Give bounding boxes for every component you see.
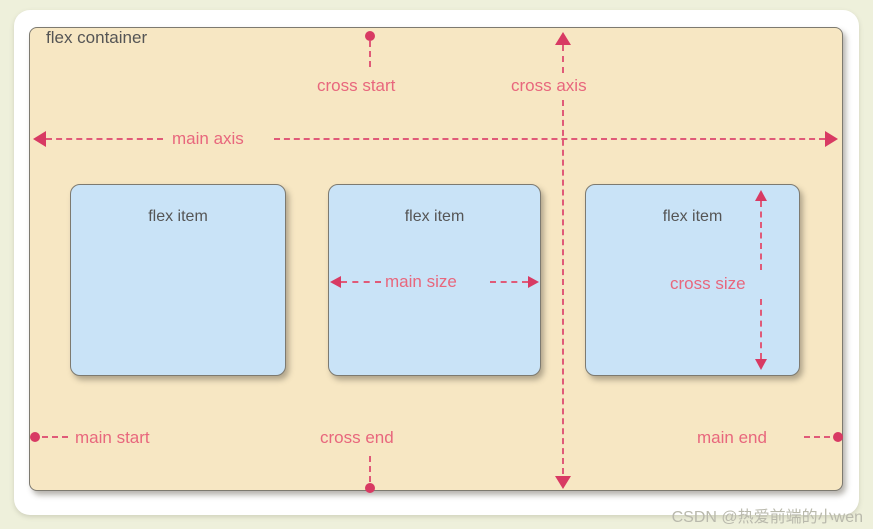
cross-start-dot-marker — [365, 31, 375, 41]
flex-item-2: flex item — [328, 184, 541, 376]
cross-axis-line-top — [562, 45, 564, 73]
cross-start-label: cross start — [317, 76, 396, 95]
main-start-dot-marker — [30, 432, 40, 442]
main-axis-label: main axis — [172, 129, 244, 148]
cross-size-arrow-down-icon — [755, 359, 767, 370]
cross-end-label: cross end — [320, 428, 394, 447]
main-size-label: main size — [385, 272, 457, 291]
main-axis-arrow-left-icon — [33, 131, 46, 147]
main-size-arrow-right-icon — [528, 276, 539, 288]
main-size-arrow-left-icon — [330, 276, 341, 288]
cross-end-dot-marker — [365, 483, 375, 493]
cross-axis-line-body — [562, 100, 564, 474]
flex-item-3-label: flex item — [662, 208, 723, 225]
flex-item-2-label: flex item — [404, 208, 465, 225]
main-end-dot-marker — [833, 432, 843, 442]
cross-size-arrow-up-icon — [755, 190, 767, 201]
main-start-label: main start — [75, 428, 150, 447]
cross-end-dash-line — [369, 456, 371, 482]
cross-size-label: cross size — [670, 274, 746, 293]
main-axis-line-left — [46, 138, 163, 140]
cross-axis-arrow-up-icon — [555, 32, 571, 45]
cross-start-dash-line — [369, 41, 371, 67]
main-end-dash-line — [804, 436, 830, 438]
main-axis-arrow-right-icon — [825, 131, 838, 147]
flex-item-3: flex item — [585, 184, 800, 376]
cross-axis-label: cross axis — [511, 76, 587, 95]
main-size-line-left — [341, 281, 381, 283]
csdn-watermark: CSDN @热爱前端的小wen — [671, 509, 863, 526]
main-axis-line-right — [274, 138, 825, 140]
flex-item-1: flex item — [70, 184, 286, 376]
cross-axis-arrow-down-icon — [555, 476, 571, 489]
flex-item-1-label: flex item — [148, 208, 208, 225]
main-start-dash-line — [42, 436, 68, 438]
flex-container-label: flex container — [46, 28, 148, 47]
cross-size-line-top — [760, 201, 762, 270]
cross-size-line-bottom — [760, 299, 762, 359]
main-end-label: main end — [697, 428, 767, 447]
main-size-line-right — [490, 281, 528, 283]
